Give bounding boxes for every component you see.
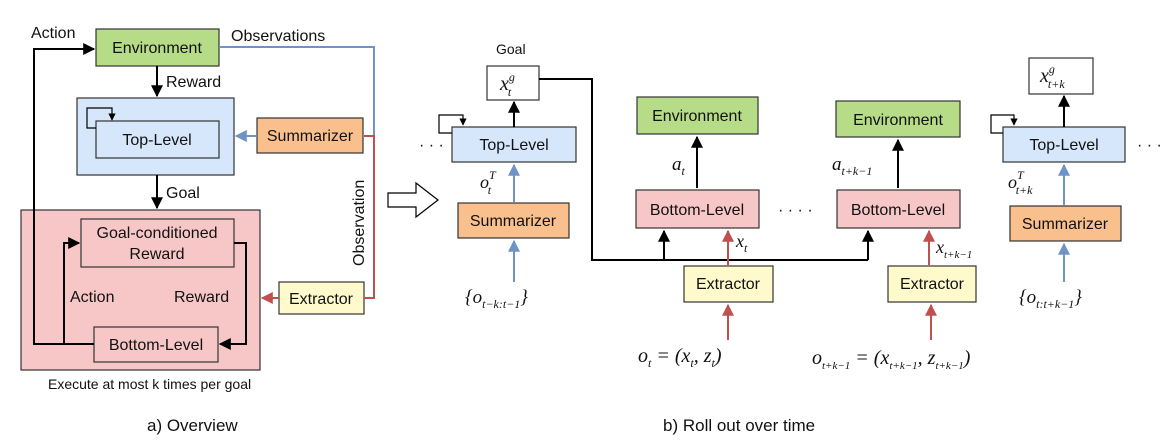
a-t-label: at bbox=[672, 154, 686, 178]
extractor-label: Extractor bbox=[289, 291, 354, 308]
goal-xg-t-box bbox=[486, 65, 540, 101]
observations-label: Observations bbox=[231, 28, 325, 45]
caption-overview: a) Overview bbox=[147, 416, 238, 435]
ellipsis-left: · · · bbox=[419, 137, 444, 154]
environment-2-box bbox=[835, 100, 961, 138]
top-level-box bbox=[95, 120, 220, 159]
environment-1-box bbox=[636, 96, 759, 135]
extractor-1-box bbox=[683, 265, 774, 303]
o-t-eq-label: ot = (xt, zt) bbox=[638, 345, 722, 370]
ellipsis-right: · · · bbox=[1137, 137, 1162, 154]
o-tk-eq-label: ot+k−1 = (xt+k−1, zt+k−1) bbox=[812, 347, 971, 372]
inner-reward-label: Reward bbox=[174, 289, 229, 306]
obs-hist-1-label: {ot−k:t−1} bbox=[465, 287, 528, 311]
extractor-1-label: Extractor bbox=[696, 276, 761, 293]
extractor-2-box bbox=[887, 265, 977, 303]
top-level-self-loop bbox=[86, 107, 116, 129]
top-level-label: Top-Level bbox=[122, 132, 191, 149]
goal-reward-label-1: Goal-conditioned bbox=[97, 225, 218, 242]
execute-note: Execute at most k times per goal bbox=[48, 376, 251, 392]
goal-broadcast-line bbox=[539, 78, 868, 261]
rollout-goal-label: Goal bbox=[496, 41, 526, 57]
bottom-level-2-label: Bottom-Level bbox=[851, 202, 945, 219]
inner-action-label: Action bbox=[70, 289, 114, 306]
reward-label: Reward bbox=[166, 74, 221, 91]
a-tk-label: at+k−1 bbox=[832, 154, 872, 178]
obs-hist-2-label: {ot:t+k−1} bbox=[1019, 287, 1082, 311]
top-level-1-label: Top-Level bbox=[479, 137, 548, 154]
summarizer-1-box bbox=[457, 202, 570, 239]
summarizer-label: Summarizer bbox=[267, 128, 354, 145]
observation-vertical-label: Observation bbox=[351, 180, 368, 266]
goal-reward-box bbox=[80, 218, 235, 268]
inner-reward-arrow bbox=[218, 242, 247, 350]
caption-rollout: b) Roll out over time bbox=[663, 416, 815, 435]
inner-action-arrow bbox=[63, 237, 81, 344]
x-t-label: xt bbox=[735, 231, 748, 255]
top-level-1-box bbox=[451, 126, 577, 163]
environment-label: Environment bbox=[112, 40, 202, 57]
summarizer-2-box bbox=[1009, 205, 1122, 242]
summarizer-1-label: Summarizer bbox=[470, 213, 557, 230]
bottom-level-2-box bbox=[836, 189, 961, 229]
summarizer-2-label: Summarizer bbox=[1022, 216, 1109, 233]
action-top-label: Action bbox=[31, 25, 75, 42]
goal-xg-tk-box bbox=[1028, 57, 1094, 95]
environment-1-label: Environment bbox=[652, 108, 742, 125]
extractor-2-label: Extractor bbox=[900, 276, 965, 293]
observation-red-line bbox=[364, 135, 375, 299]
goal-reward-label-2: Reward bbox=[129, 246, 184, 263]
bottom-level-1-label: Bottom-Level bbox=[650, 202, 744, 219]
top-level-2-self-loop bbox=[990, 114, 1018, 134]
top-level-2-box bbox=[1002, 126, 1126, 163]
x-tk-label: xt+k−1 bbox=[935, 237, 972, 261]
bottom-level-1-box bbox=[635, 189, 760, 229]
top-level-1-self-loop bbox=[438, 114, 467, 134]
environment-2-label: Environment bbox=[853, 112, 943, 129]
transition-arrow bbox=[387, 181, 439, 219]
dots-middle: · · · · bbox=[778, 202, 813, 219]
environment-box bbox=[95, 28, 220, 67]
bottom-level-label: Bottom-Level bbox=[109, 337, 203, 354]
top-level-2-label: Top-Level bbox=[1029, 137, 1098, 154]
goal-label: Goal bbox=[166, 185, 200, 202]
